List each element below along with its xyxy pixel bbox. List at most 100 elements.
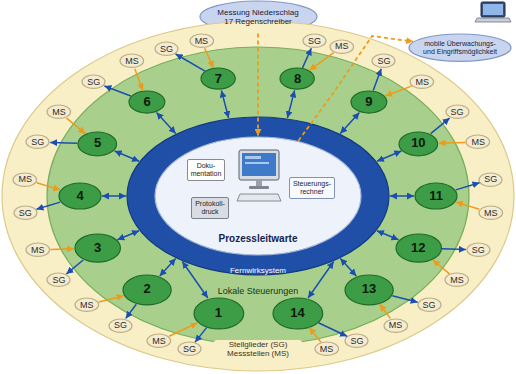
measuring-point: MS	[46, 104, 72, 119]
node-label: 3	[94, 241, 101, 256]
ellipse-outline	[418, 298, 441, 311]
actuator: SG	[13, 205, 38, 220]
monitor-icon	[236, 148, 282, 204]
measuring-point: MS	[409, 74, 435, 89]
telecontrol-link	[157, 113, 176, 134]
local-controller: 11	[414, 182, 458, 210]
signal-arrow	[195, 328, 207, 343]
telecontrol-link	[377, 231, 399, 240]
node-label: Protokoll- druck	[195, 200, 225, 216]
ellipse-outline	[78, 132, 117, 156]
node-label: 12	[411, 241, 425, 256]
signal-arrow	[50, 142, 77, 144]
ellipse-outline	[303, 34, 326, 47]
node-label: 2	[143, 282, 150, 297]
ellipse-outline	[75, 298, 99, 311]
actuator: SG	[302, 33, 327, 48]
node-label: SG	[451, 107, 464, 117]
measuring-point: MS	[119, 53, 145, 68]
node-label: 9	[365, 95, 372, 110]
control-room: Prozessleitwarte Doku- mentationProtokoll…	[154, 136, 362, 256]
signal-arrow	[67, 118, 86, 134]
actuator: SG	[417, 297, 442, 312]
signal-arrow	[135, 69, 143, 91]
node-label: MS	[52, 107, 66, 117]
computer-box: Steuerungs- rechner	[289, 177, 335, 199]
node-label: SG	[377, 56, 390, 66]
node-label: Prozessleitwarte	[219, 233, 298, 245]
telecontrol-link	[160, 259, 176, 277]
measuring-point: MS	[74, 297, 100, 312]
actuator: SG	[108, 318, 133, 333]
ellipse-outline	[466, 135, 490, 148]
node-label: MS	[415, 77, 429, 87]
signal-arrow	[385, 86, 411, 96]
measuring-point: MS	[12, 172, 38, 187]
ellipse-outline	[396, 234, 441, 262]
signal-arrow	[439, 142, 466, 144]
node-label: SG	[423, 300, 436, 310]
telecontrol-ring: Fernwirksystem Prozessleitwarte Doku- ment…	[126, 116, 390, 276]
node-label: MS	[80, 300, 94, 310]
telecontrol-link	[117, 231, 139, 240]
ellipse-outline	[273, 298, 323, 329]
measuring-point: MS	[383, 318, 409, 333]
ellipse-outline	[155, 42, 178, 55]
node-label: mobile Überwachungs- und Eingriffsmöglic…	[420, 40, 500, 56]
ellipse-outline	[26, 243, 50, 256]
signal-arrow	[205, 48, 214, 68]
ellipse-outline	[109, 319, 132, 332]
telecontrol-link	[308, 262, 334, 299]
ellipse-outline	[155, 137, 361, 255]
telecontrol-link	[102, 195, 126, 197]
ellipse-outline	[479, 173, 502, 186]
node-label: 4	[76, 189, 83, 204]
signal-arrow	[309, 328, 321, 342]
node-label: SG	[87, 77, 100, 87]
actuator: SG	[445, 104, 470, 119]
ellipse-outline	[59, 183, 101, 209]
ellipse-outline	[345, 275, 393, 305]
label-holder: Lokale Steuerungen	[46, 280, 470, 298]
ellipse-outline	[14, 206, 37, 219]
ellipse-shape	[126, 116, 390, 276]
node-label: MS	[450, 275, 464, 285]
node-label: 7	[215, 72, 222, 87]
ellipse-outline	[75, 234, 120, 262]
actuator: SG	[25, 134, 50, 149]
actuator: SG	[46, 272, 71, 287]
telecontrol-link	[340, 113, 359, 134]
ellipse-outline	[345, 334, 368, 347]
node-label: Steuerungs- rechner	[293, 180, 331, 196]
node-label: SG	[31, 137, 44, 147]
actuator: SG	[344, 333, 369, 348]
ellipse-outline	[351, 91, 387, 113]
actuator: SG	[478, 172, 503, 187]
telecontrol-link	[182, 262, 208, 299]
telecontrol-link	[221, 90, 228, 118]
ellipse-outline	[409, 34, 511, 61]
node-label: SG	[19, 208, 32, 218]
signal-arrow	[433, 260, 450, 274]
ellipse-outline	[384, 319, 408, 332]
measuring-point: MS	[465, 134, 491, 149]
local-controller: 9	[350, 90, 388, 114]
label-holder: Fernwirksystem	[126, 259, 390, 277]
signal-arrow	[66, 260, 83, 274]
local-controller: 2	[122, 274, 172, 306]
node-label: Messung Niederschlag 17 Regenschreiber	[212, 8, 304, 26]
ellipse-outline	[280, 68, 314, 89]
data-link	[298, 36, 413, 141]
node-label: MS	[125, 56, 139, 66]
node-label: 14	[290, 306, 304, 321]
node-label: 1	[215, 306, 222, 321]
node-label: SG	[160, 44, 173, 54]
actuator: SG	[466, 242, 491, 257]
measuring-point: MS	[314, 341, 340, 356]
node-label: Doku- mentation	[191, 162, 222, 178]
node-label: MS	[152, 336, 166, 346]
signal-arrow	[456, 202, 480, 209]
node-label: MS	[335, 41, 349, 51]
ellipse-outline	[127, 117, 389, 275]
